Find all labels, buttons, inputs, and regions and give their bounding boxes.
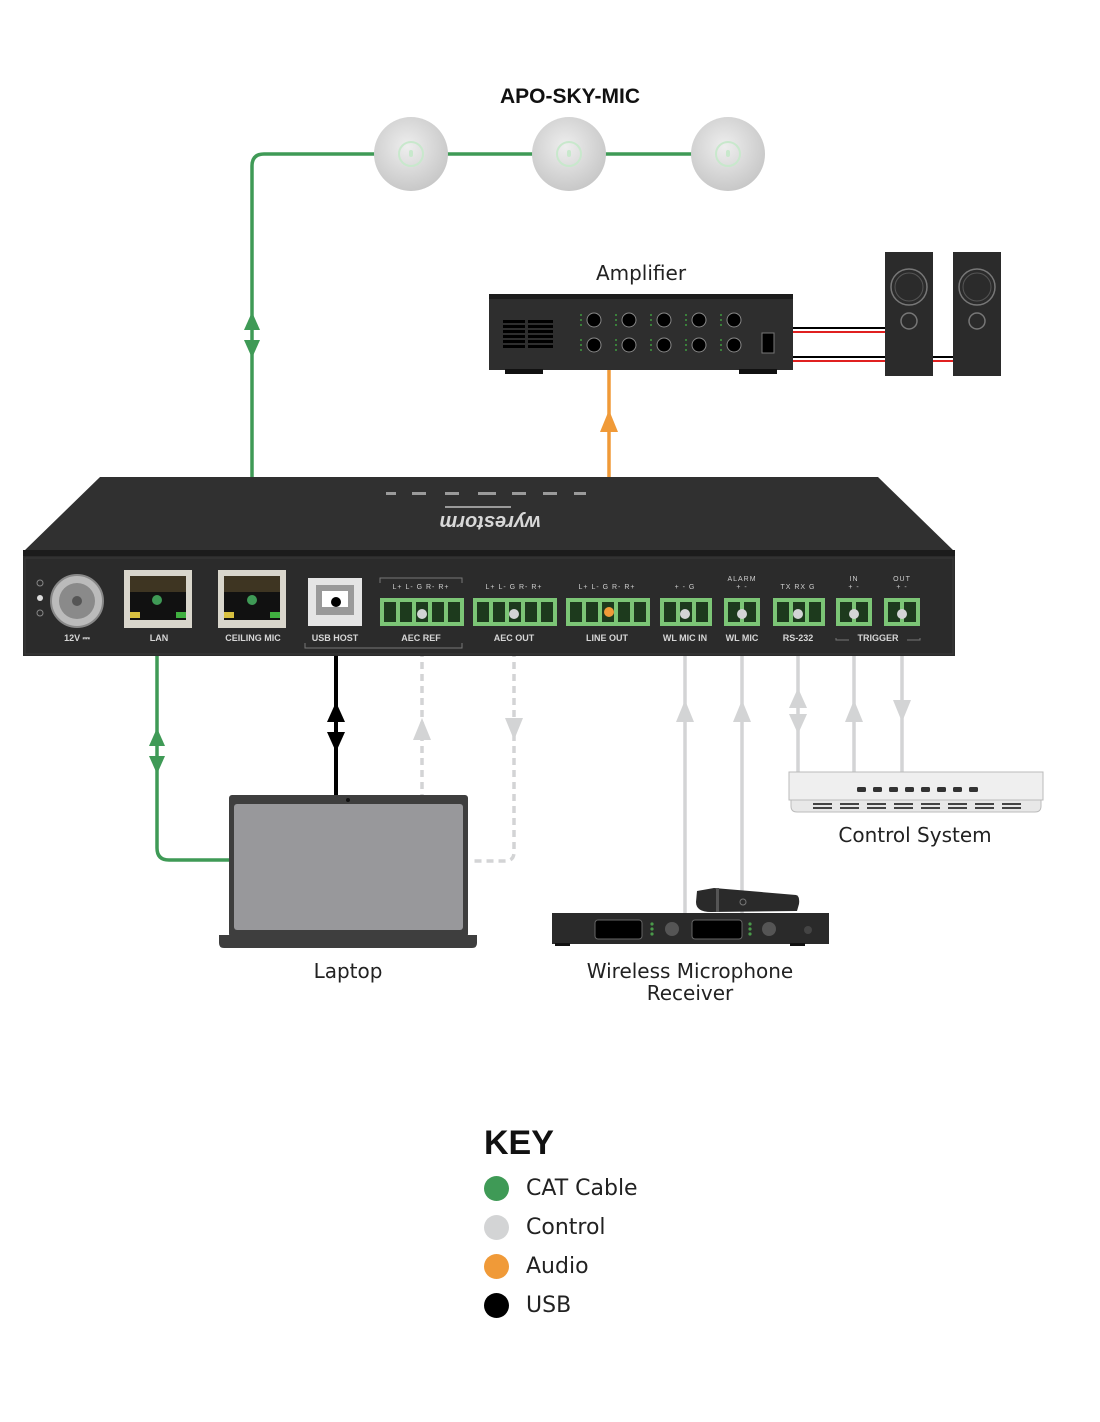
port-label-ceiling-mic: CEILING MIC: [225, 633, 281, 643]
arrow-up-icon: [733, 700, 751, 722]
pin-label-line-out: L+ L- G R- R+: [578, 584, 636, 591]
amplifier-label: Amplifier: [595, 261, 687, 285]
arrow-up-icon: [676, 700, 694, 722]
arrow-up-icon: [327, 702, 345, 722]
amp-knob: [726, 312, 742, 328]
legend-label: CAT Cable: [526, 1176, 638, 1201]
cat-cable-swatch-icon: [484, 1176, 509, 1201]
legend-item-audio: Audio: [484, 1247, 638, 1286]
arrow-up-icon: [845, 700, 863, 722]
amp-knob: [621, 312, 637, 328]
pin-top-wl-mic: ALARM: [727, 576, 757, 583]
arrow-up-icon: [413, 718, 431, 740]
mic-group-title: APO-SKY-MIC: [499, 85, 641, 108]
amp-knob: [656, 312, 672, 328]
ceiling-mic-1: [374, 117, 448, 191]
legend-label: USB: [526, 1293, 572, 1318]
arrow-down-icon: [244, 340, 260, 358]
handheld-mic-icon: [696, 888, 800, 912]
control-swatch-icon: [484, 1215, 509, 1240]
ceiling-mic-2: [532, 117, 606, 191]
pin-top-trigger-in: IN: [849, 576, 859, 583]
legend-label: Audio: [526, 1254, 589, 1279]
legend-item-cat: CAT Cable: [484, 1169, 638, 1208]
pin-top-trigger-out: OUT: [893, 576, 911, 583]
port-label-wl-mic: WL MIC: [725, 633, 759, 643]
amp-knob: [726, 337, 742, 353]
amp-knob: [656, 337, 672, 353]
legend-item-control: Control: [484, 1208, 638, 1247]
legend: KEY CAT Cable Control Audio USB: [484, 1124, 638, 1325]
port-label-trigger: TRIGGER: [857, 633, 899, 643]
amp-knob: [621, 337, 637, 353]
arrow-down-icon: [327, 732, 345, 752]
hub-brand-logo: wyrestorm: [439, 511, 540, 533]
legend-label: Control: [526, 1215, 606, 1240]
hub-device: wyrestorm: [23, 477, 955, 656]
ceiling-mic-3: [691, 117, 765, 191]
arrow-up-icon: [600, 410, 618, 432]
lan-port: [124, 570, 192, 628]
laptop: [219, 795, 477, 948]
usb-swatch-icon: [484, 1293, 509, 1318]
amp-knob: [586, 337, 602, 353]
audio-swatch-icon: [484, 1254, 509, 1279]
control-cable-aec-out: [470, 614, 516, 863]
amplifier: [489, 294, 793, 374]
speaker-left: [885, 252, 933, 376]
arrow-up-icon: [149, 728, 165, 746]
pin-label-trigger-out: + -: [896, 584, 908, 591]
wireless-receiver-label-line2: Receiver: [646, 981, 734, 1005]
amp-knob: [586, 312, 602, 328]
arrow-down-icon: [893, 700, 911, 722]
port-label-power: 12V ⎓: [64, 633, 90, 643]
control-system: [788, 771, 1044, 813]
port-label-line-out: LINE OUT: [586, 633, 628, 643]
port-label-lan: LAN: [149, 633, 169, 643]
laptop-label: Laptop: [313, 959, 383, 983]
pin-label-aec-out: L+ L- G R- R+: [485, 584, 543, 591]
port-label-aec-ref: AEC REF: [401, 633, 441, 643]
amp-knob: [691, 312, 707, 328]
legend-item-usb: USB: [484, 1286, 638, 1325]
wireless-mic-receiver: [552, 888, 829, 946]
wireless-receiver-label-line1: Wireless Microphone: [586, 959, 794, 983]
pin-label-rs232: TX RX G: [780, 584, 816, 591]
arrow-down-icon: [505, 718, 523, 740]
arrow-up-icon: [244, 312, 260, 330]
control-system-label: Control System: [838, 823, 992, 847]
port-label-wl-mic-in: WL MIC IN: [662, 633, 708, 643]
port-label-usb-host: USB HOST: [311, 633, 359, 643]
arrow-up-icon: [789, 688, 807, 708]
cat-cable-lan: [155, 600, 232, 862]
pin-label-wl-mic-in: + - G: [674, 584, 696, 591]
arrow-down-icon: [789, 714, 807, 734]
arrow-down-icon: [149, 756, 165, 774]
pin-label-aec-ref: L+ L- G R- R+: [392, 584, 450, 591]
pin-label-wl-mic: + -: [736, 584, 748, 591]
port-label-rs232: RS-232: [782, 633, 814, 643]
wireless-receiver-label: Wireless Microphone Receiver: [587, 960, 793, 1004]
speaker-right: [953, 252, 1001, 376]
amp-knob: [691, 337, 707, 353]
cat-cable-ceiling-mic: [250, 152, 700, 600]
port-label-aec-out: AEC OUT: [493, 633, 535, 643]
pin-label-trigger-in: + -: [848, 584, 860, 591]
legend-title: KEY: [484, 1124, 554, 1162]
